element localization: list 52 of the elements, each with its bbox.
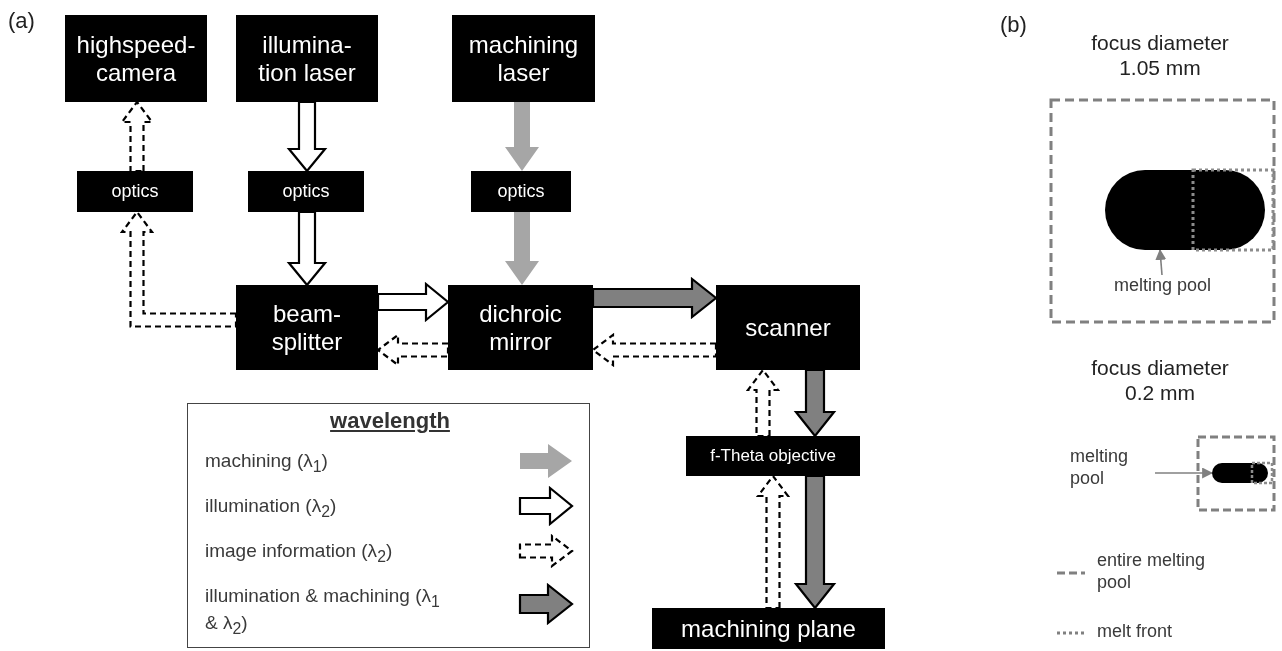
text-label: (a) (8, 8, 36, 35)
box-label: machining plane (681, 614, 856, 643)
box-label: dichroic mirror (478, 299, 563, 356)
melt-pool-shape (1212, 463, 1268, 483)
process-box (77, 171, 193, 212)
legend-text: image information (λ$_{2}$) (205, 540, 394, 567)
process-box (452, 15, 595, 102)
block-arrow (505, 102, 539, 171)
block-arrow (793, 368, 837, 438)
legend-title: wavelength (329, 408, 451, 435)
block-arrow (286, 100, 328, 173)
block-arrow (119, 100, 155, 173)
legend-text: illumination (λ$_{2}$) (205, 495, 338, 522)
block-arrow (755, 474, 791, 610)
box-label: illumina- tion laser (257, 30, 357, 87)
annotation-text: melting pool (1090, 275, 1235, 297)
box-label: optics (111, 181, 159, 202)
process-box (236, 285, 378, 370)
process-box (448, 285, 593, 370)
box-label: highspeed- camera (75, 30, 197, 87)
box-label: optics (282, 181, 330, 202)
block-arrow (745, 368, 781, 438)
legend-text: machining (λ$_{1}$) (205, 450, 329, 477)
box-label: machining laser (467, 30, 580, 87)
process-box (65, 15, 207, 102)
block-arrow (591, 276, 718, 320)
process-box (471, 171, 571, 212)
box-label: optics (497, 181, 545, 202)
annotation-text: melting pool (1070, 446, 1155, 490)
text-label: focus diameter 0.2 mm (1090, 355, 1230, 406)
block-arrow (286, 210, 328, 287)
block-arrow (505, 212, 539, 285)
block-arrow (376, 332, 450, 368)
legend-text: illumination & machining (λ$_{1}$ & λ$_{2}$) (205, 585, 441, 639)
text-label: (b) (1000, 12, 1028, 39)
box-label: f-Theta objective (710, 446, 836, 466)
process-box (686, 436, 860, 476)
process-box (248, 171, 364, 212)
box-label: beam- splitter (270, 299, 344, 356)
process-box (236, 15, 378, 102)
text-label: focus diameter 1.05 mm (1090, 30, 1230, 81)
leader-line (1155, 248, 1167, 276)
block-arrow (793, 474, 837, 610)
process-box (716, 285, 860, 370)
box-label: scanner (745, 313, 831, 342)
block-arrow (591, 332, 718, 368)
legend-text: melt front (1097, 621, 1174, 643)
block-arrow (376, 281, 450, 323)
block-arrow (119, 210, 238, 328)
leader-line (1154, 467, 1214, 479)
legend-text: entire melting pool (1097, 550, 1207, 594)
process-box (652, 608, 885, 649)
